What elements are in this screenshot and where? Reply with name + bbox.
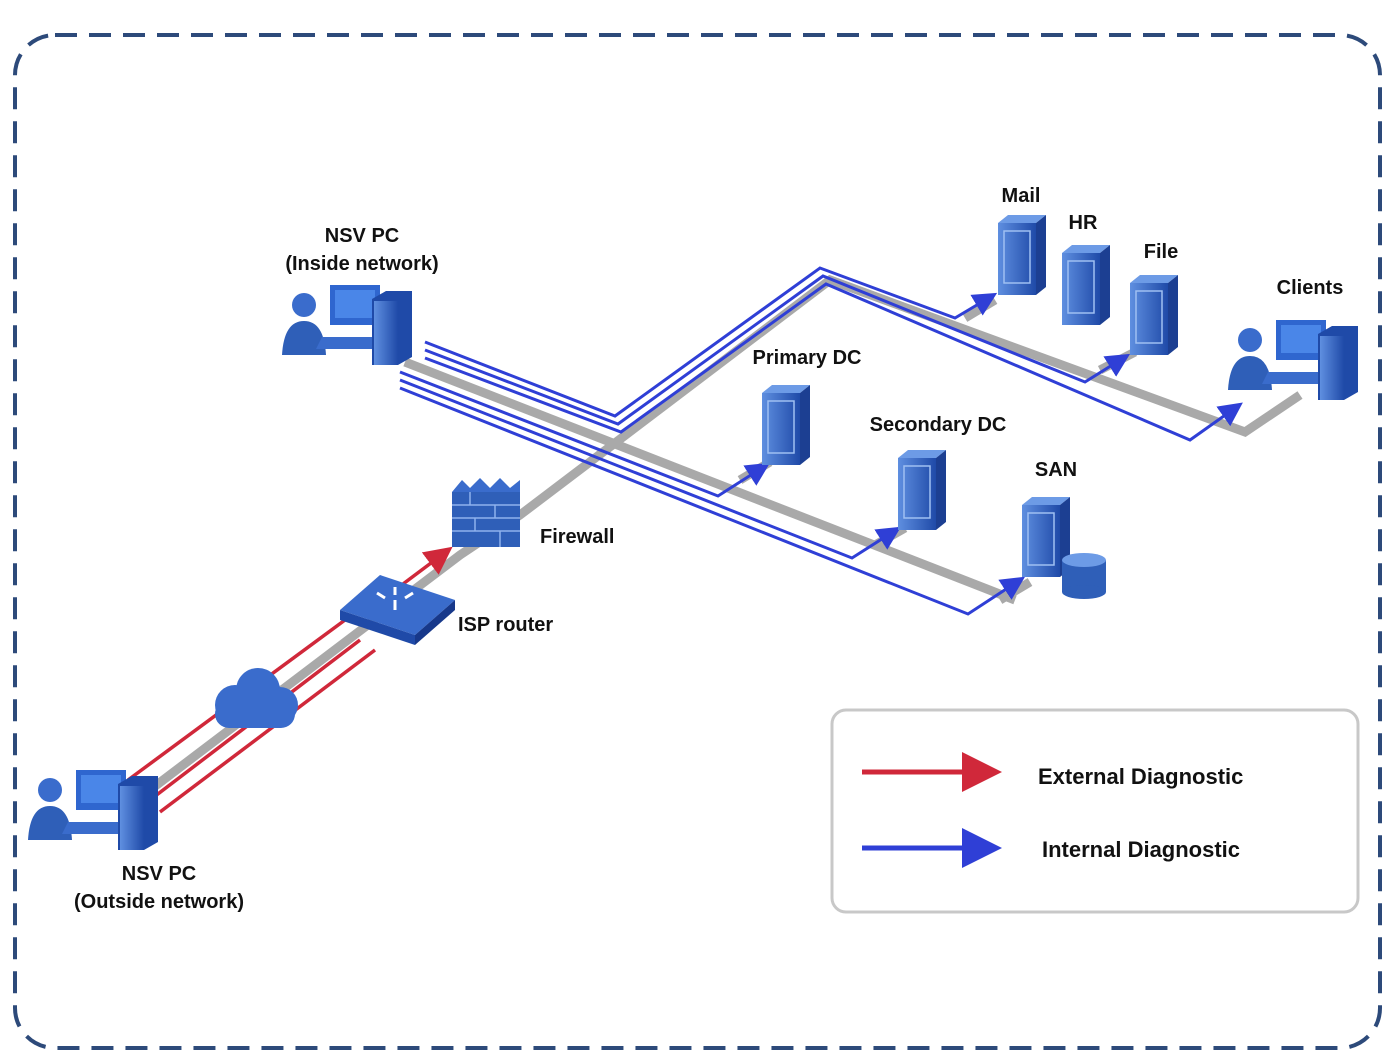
mail-label: Mail <box>1002 185 1041 207</box>
clients-icon <box>1228 320 1358 400</box>
firewall-icon <box>452 478 520 547</box>
mail-server-icon <box>997 214 1047 296</box>
internal-diagnostic-paths <box>399 266 1243 616</box>
path-to-file <box>424 274 1131 426</box>
clients-label: Clients <box>1277 277 1344 299</box>
file-label: File <box>1144 241 1178 263</box>
legend-internal-label: Internal Diagnostic <box>1042 837 1240 862</box>
hr-server-icon <box>1061 244 1111 326</box>
firewall-label: Firewall <box>540 526 614 548</box>
secondary-dc-server-icon <box>897 449 947 531</box>
secondary-dc-label: Secondary DC <box>870 414 1007 436</box>
nsv-pc-inside-label: NSV PC <box>325 225 399 247</box>
cloud-icon <box>215 668 298 728</box>
backbone-link-inner <box>403 357 1017 605</box>
red-path-3 <box>158 648 377 814</box>
nsv-pc-inside-icon <box>282 285 412 365</box>
legend-box <box>830 708 1360 914</box>
legend: External Diagnostic Internal Diagnostic <box>830 708 1360 914</box>
primary-dc-label: Primary DC <box>753 347 862 369</box>
san-label: SAN <box>1035 459 1077 481</box>
file-server-icon <box>1129 274 1179 356</box>
isp-router-icon <box>340 575 455 645</box>
nsv-pc-outside-label: NSV PC <box>122 863 196 885</box>
nsv-pc-outside-icon <box>28 770 158 850</box>
path-to-san <box>399 386 1026 616</box>
path-to-secondary-dc <box>399 378 902 560</box>
hr-label: HR <box>1069 212 1098 234</box>
nsv-pc-outside-sublabel: (Outside network) <box>74 891 244 913</box>
legend-external-label: External Diagnostic <box>1038 764 1243 789</box>
path-to-primary-dc <box>399 370 771 498</box>
branch-secondary-dc <box>872 524 908 549</box>
path-to-mail <box>424 266 998 418</box>
path-to-clients <box>424 282 1243 442</box>
dashed-border <box>13 33 1382 1050</box>
isp-router-label: ISP router <box>458 614 553 636</box>
san-storage-icon <box>1062 553 1106 599</box>
nsv-pc-inside-sublabel: (Inside network) <box>285 253 438 275</box>
primary-dc-server-icon <box>761 384 811 466</box>
